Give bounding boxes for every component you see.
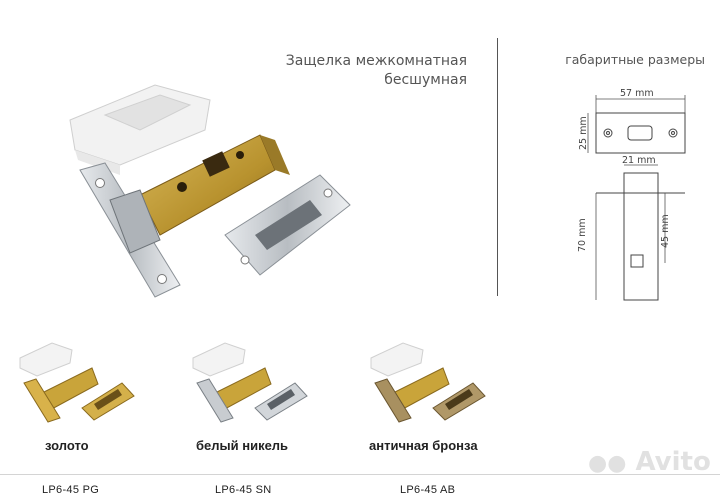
plastic-cup <box>69 84 211 175</box>
strike-plate <box>224 174 351 276</box>
product-title: Защелка межкомнатная бесшумная <box>255 52 467 90</box>
faceplate-drawing <box>587 95 686 154</box>
dim-label-57mm: 57 mm <box>620 88 654 99</box>
avito-watermark: ●● Avito <box>588 447 711 477</box>
dimension-drawing <box>587 95 686 301</box>
dim-label-21mm: 21 mm <box>622 155 656 166</box>
variant-caption-nickel: белый никель <box>196 438 289 453</box>
variant-image-gold <box>19 342 135 423</box>
avito-watermark-text: Avito <box>635 447 711 477</box>
dimensions-title: габаритные размеры <box>565 52 705 67</box>
dim-label-45mm: 45 mm <box>660 214 671 248</box>
dim-label-70mm: 70 mm <box>577 218 588 252</box>
variant-caption-bronze: античная бронза <box>369 438 478 453</box>
variant-code-gold: LP6-45 PG <box>42 484 100 496</box>
body-drawing <box>595 164 685 301</box>
dim-label-25mm: 25 mm <box>578 116 589 150</box>
horizontal-divider <box>0 474 720 475</box>
faceplate <box>79 162 181 298</box>
product-title-line2: бесшумная <box>384 72 467 88</box>
variant-code-nickel: LP6-45 SN <box>215 484 272 496</box>
vertical-divider <box>497 38 498 296</box>
product-title-line1: Защелка межкомнатная <box>285 53 467 69</box>
latch-main-image <box>69 84 351 298</box>
variant-code-bronze: LP6-45 AB <box>400 484 456 496</box>
avito-logo-icon: ●● <box>588 451 627 476</box>
variant-image-bronze <box>370 342 486 423</box>
variant-caption-gold: золото <box>45 438 89 453</box>
latch-case <box>139 134 290 236</box>
variant-image-nickel <box>192 342 308 423</box>
